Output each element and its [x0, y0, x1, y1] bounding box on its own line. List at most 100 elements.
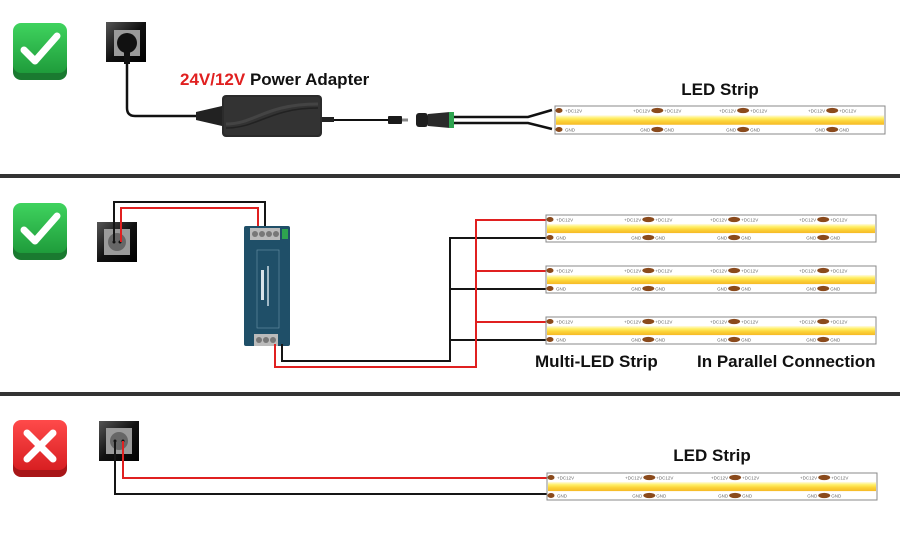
strip-led-line: [547, 275, 875, 284]
cut-pad: [728, 337, 740, 342]
cut-pad: [642, 217, 654, 222]
adapter-voltage: 24V/12V: [180, 70, 246, 89]
pad-label: +DC12V: [830, 268, 847, 273]
pad-label: +DC12V: [556, 319, 573, 324]
cut-pad: [642, 286, 654, 291]
status-badge-correct: [13, 23, 67, 80]
pad-label: +DC12V: [711, 475, 728, 480]
cut-pad: [737, 127, 749, 132]
cut-pad: [642, 337, 654, 342]
wire-red: [123, 441, 548, 478]
solder-pad: [548, 475, 555, 480]
pad-label: GND: [830, 235, 841, 240]
pad-label: GND: [631, 286, 642, 291]
panel-direct: LED Strip +DC12V GND +DC12V +DC12V GND GND +DC…: [13, 420, 877, 500]
cut-pad: [728, 286, 740, 291]
pad-label: +DC12V: [799, 268, 816, 273]
output-wire-black: [282, 238, 547, 361]
pad-label: +DC12V: [741, 268, 758, 273]
pad-label: GND: [717, 337, 728, 342]
led-driver-icon: [244, 226, 290, 346]
pad-label: GND: [717, 235, 728, 240]
badge-background: [13, 23, 67, 73]
wall-socket-icon: [106, 22, 146, 64]
pad-label: +DC12V: [741, 217, 758, 222]
adapter-title-text: Power Adapter: [245, 70, 369, 89]
pad-label: +DC12V: [624, 217, 641, 222]
pad-label: GND: [655, 337, 666, 342]
wire-black: [115, 441, 548, 494]
pad-label: +DC12V: [800, 475, 817, 480]
cut-pad: [817, 319, 829, 324]
wall-socket-icon: [97, 222, 137, 262]
cut-pad: [817, 337, 829, 342]
led-strip: +DC12VGND+DC12V+DC12VGNDGND+DC12V+DC12VG…: [555, 106, 885, 134]
pad-label: +DC12V: [799, 319, 816, 324]
pad-label: +DC12V: [750, 108, 767, 113]
pad-label: +DC12V: [556, 217, 573, 222]
cut-pad: [728, 217, 740, 222]
pad-label: +DC12V: [633, 108, 650, 113]
cut-pad: [817, 268, 829, 273]
solder-pad: [547, 319, 554, 324]
cut-pad: [728, 319, 740, 324]
pad-label: GND: [806, 235, 817, 240]
pad-label: +DC12V: [742, 475, 759, 480]
pad-label: GND: [557, 493, 568, 498]
cut-pad: [642, 235, 654, 240]
solder-pad: [547, 337, 554, 342]
pad-label: GND: [830, 286, 841, 291]
pad-label: GND: [807, 493, 818, 498]
pad-label: +DC12V: [830, 319, 847, 324]
input-wire-red: [121, 208, 258, 242]
pad-label: GND: [741, 337, 752, 342]
pad-label: +DC12V: [624, 319, 641, 324]
pad-label: +DC12V: [556, 268, 573, 273]
pad-label: +DC12V: [624, 268, 641, 273]
cut-pad: [817, 217, 829, 222]
pad-label: GND: [556, 235, 567, 240]
cut-pad: [737, 108, 749, 113]
pad-label: GND: [655, 286, 666, 291]
pad-label: +DC12V: [655, 268, 672, 273]
solder-pad: [548, 493, 555, 498]
pad-label: +DC12V: [565, 108, 582, 113]
pad-label: GND: [655, 235, 666, 240]
pad-label: +DC12V: [808, 108, 825, 113]
pad-label: +DC12V: [830, 217, 847, 222]
strip-label: LED Strip: [673, 446, 750, 465]
pad-label: GND: [565, 127, 576, 132]
cut-pad: [643, 493, 655, 498]
cut-pad: [642, 268, 654, 273]
strip-label: LED Strip: [681, 80, 758, 99]
multi-strip-label: Multi-LED Strip: [535, 352, 658, 371]
pad-label: GND: [726, 127, 737, 132]
pad-label: GND: [742, 493, 753, 498]
led-strip: +DC12V GND +DC12V +DC12V GND GND +DC12V +DC12V G…: [546, 215, 876, 242]
pad-label: GND: [806, 286, 817, 291]
pad-label: +DC12V: [655, 319, 672, 324]
pad-label: GND: [718, 493, 729, 498]
pad-label: GND: [631, 235, 642, 240]
wall-socket-icon: [99, 421, 139, 461]
cut-pad: [817, 235, 829, 240]
solder-pad: [547, 217, 554, 222]
strip-led-line: [548, 482, 876, 491]
adapter-title: 24V/12V Power Adapter: [180, 70, 370, 89]
power-adapter-icon: [196, 95, 408, 137]
pad-label: GND: [831, 493, 842, 498]
pad-label: +DC12V: [741, 319, 758, 324]
pad-label: +DC12V: [664, 108, 681, 113]
pad-label: +DC12V: [799, 217, 816, 222]
strip-led-line: [547, 326, 875, 335]
pad-label: +DC12V: [655, 217, 672, 222]
led-strip: +DC12VGND+DC12V+DC12VGNDGND+DC12V+DC12VG…: [547, 473, 877, 500]
solder-pad: [547, 286, 554, 291]
strip-led-line: [547, 224, 875, 233]
pad-label: GND: [750, 127, 761, 132]
pad-label: +DC12V: [656, 475, 673, 480]
cut-pad: [826, 127, 838, 132]
cut-pad: [818, 475, 830, 480]
solder-pad: [556, 127, 563, 132]
status-badge-incorrect: [13, 420, 67, 477]
